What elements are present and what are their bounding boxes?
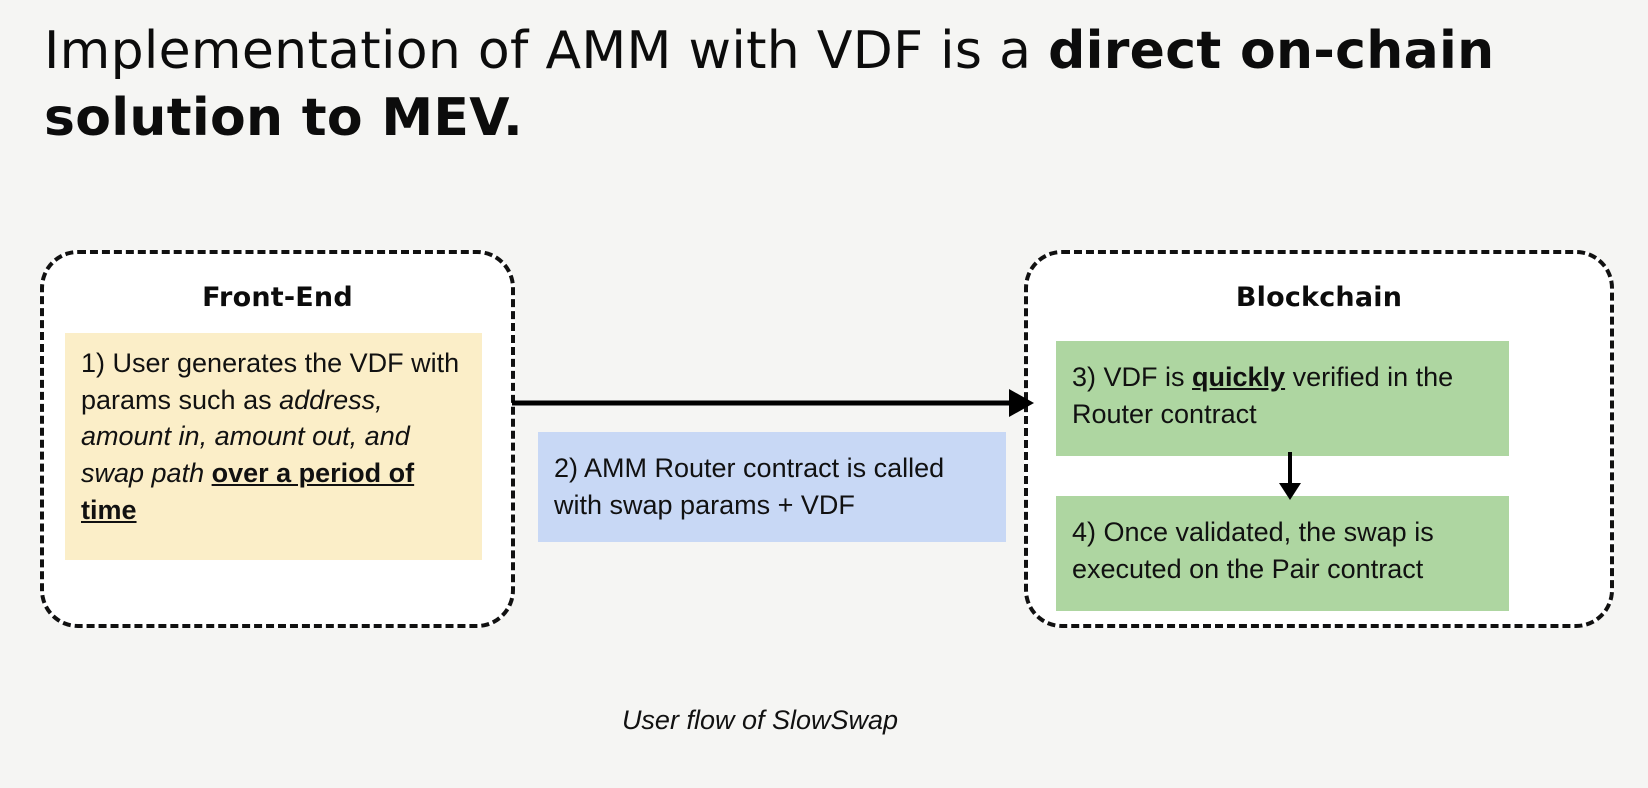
figure-caption-text: User flow of SlowSwap xyxy=(621,705,899,735)
step-3-note: 3) VDF is quickly verified in the Router… xyxy=(1056,341,1509,456)
step-2-text: 2) AMM Router contract is called with sw… xyxy=(554,453,945,520)
step-1-note: 1) User generates the VDF with params su… xyxy=(65,333,482,560)
step-1-text-italic: address, amount in, amount out, and swap… xyxy=(81,384,410,489)
arrow-front-end-to-blockchain-icon xyxy=(512,389,1034,417)
step-3-text-plain-b: verified in the Router contract xyxy=(1072,362,1454,429)
step-4-note: 4) Once validated, the swap is executed … xyxy=(1056,496,1509,611)
step-4-text: 4) Once validated, the swap is executed … xyxy=(1072,517,1434,584)
step-1-number: 1) xyxy=(81,348,106,378)
figure-caption: User flow of SlowSwap xyxy=(0,705,1648,736)
page-title-emphasis: direct on-chain solution to MEV. xyxy=(44,21,1495,148)
step-3-text-plain-a: VDF is xyxy=(1096,362,1193,392)
step-1-text-plain: User generates the VDF with params such … xyxy=(81,348,460,415)
group-blockchain-title: Blockchain xyxy=(1235,282,1403,313)
group-front-end-title: Front-End xyxy=(202,282,353,313)
step-1-text-emphasis: over a period of time xyxy=(81,458,415,525)
page-title: Implementation of AMM with VDF is a dire… xyxy=(44,18,1564,151)
step-2-note: 2) AMM Router contract is called with sw… xyxy=(538,432,1006,542)
arrow-step-3-to-step-4-icon xyxy=(1279,452,1301,500)
step-3-text-emphasis: quickly xyxy=(1192,362,1286,392)
step-3-number: 3) xyxy=(1072,362,1097,392)
page-title-lead: Implementation of AMM with VDF is a xyxy=(44,21,1049,81)
